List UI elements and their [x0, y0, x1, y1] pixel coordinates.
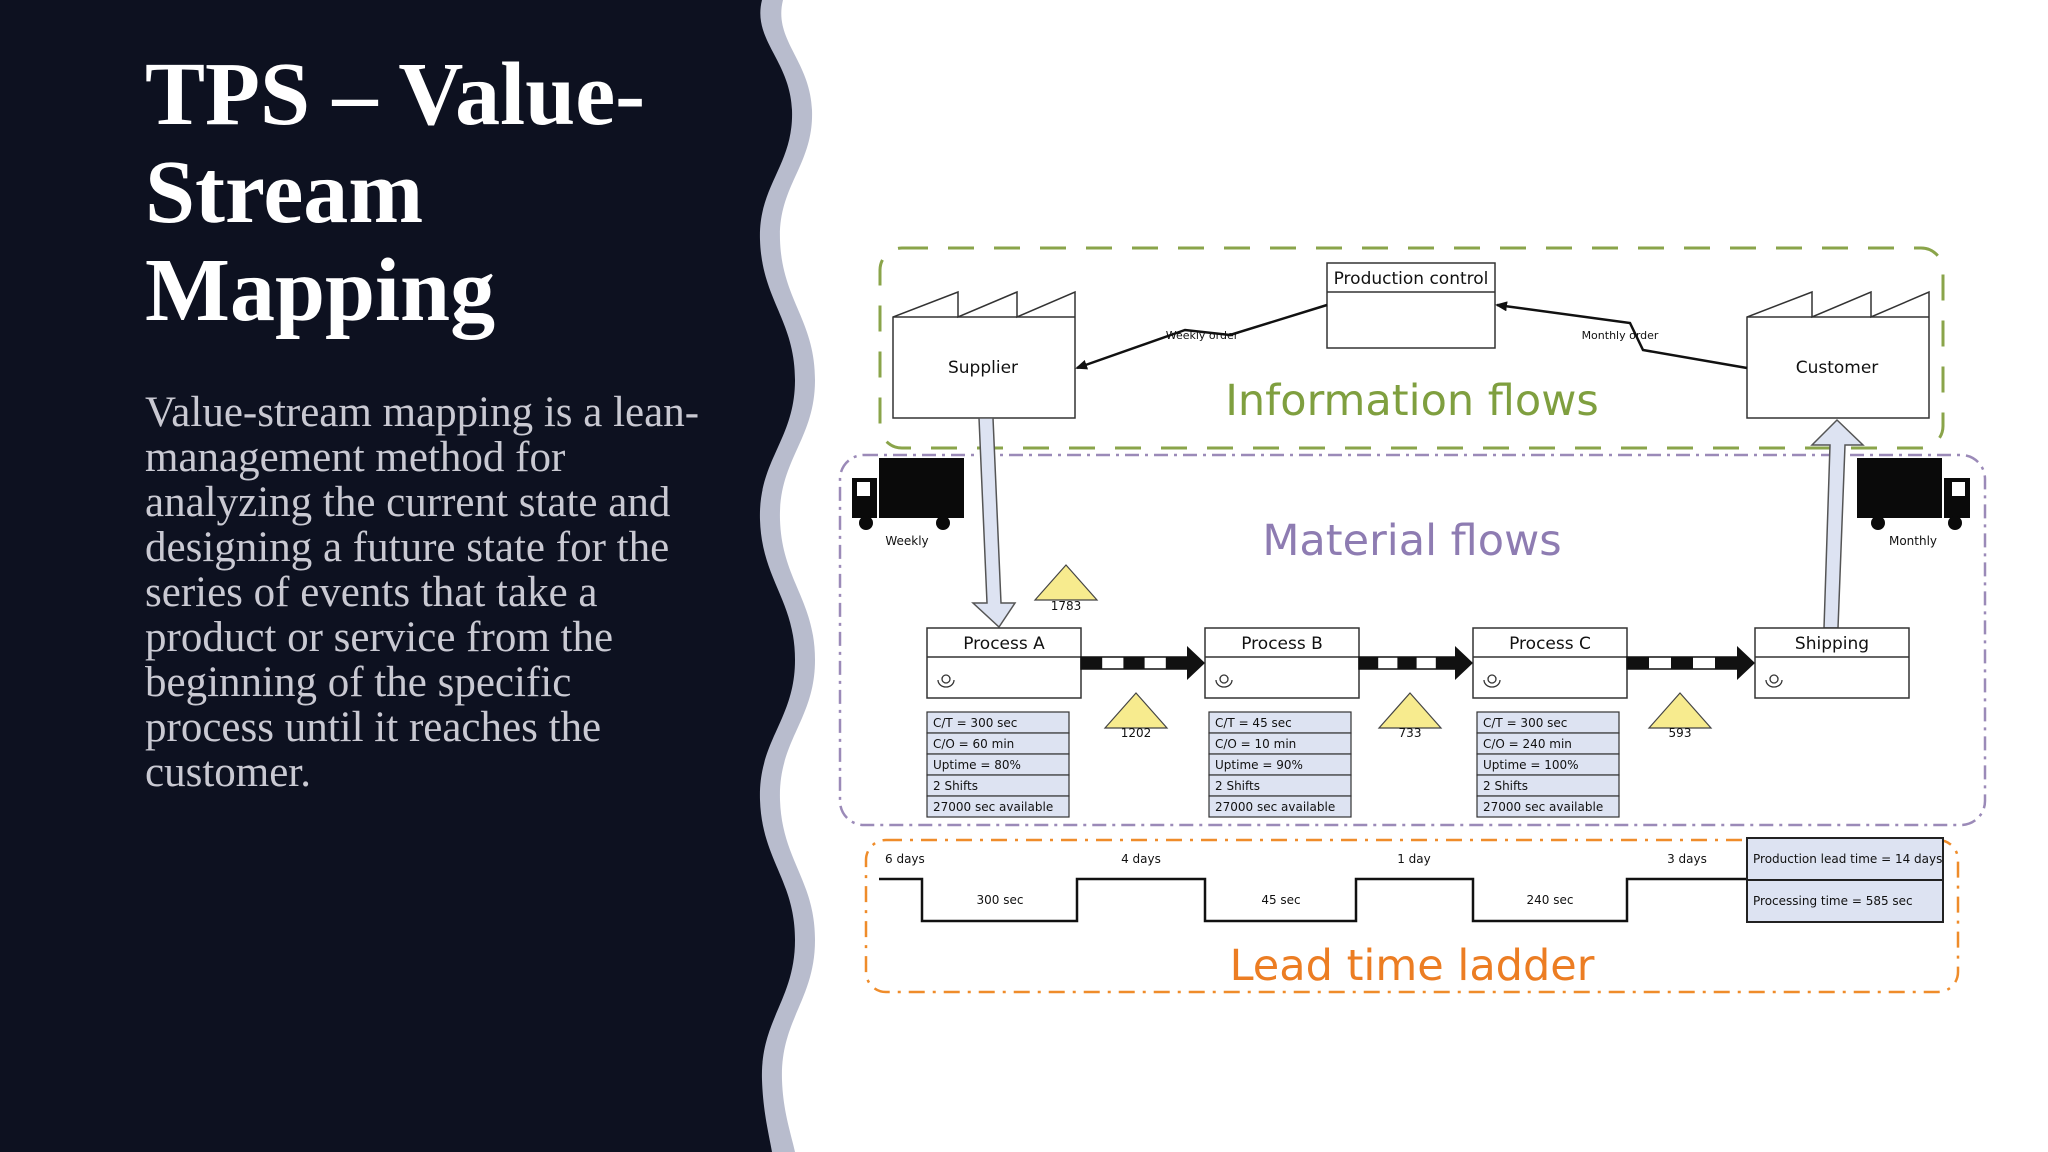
truck-monthly-label: Monthly — [1889, 534, 1937, 548]
operator-head-icon — [1487, 674, 1497, 684]
processing-time-total: Processing time = 585 sec — [1753, 894, 1913, 908]
weekly-order-arrow — [1075, 303, 1328, 370]
inventory-count: 1783 — [1051, 599, 1082, 613]
lead-time-ladder-border — [864, 838, 1960, 994]
inventory-triangle-icon — [1647, 692, 1713, 729]
operator-head-icon — [1769, 674, 1779, 684]
operator-icon — [1483, 679, 1501, 688]
data-box-value: C/T = 45 sec — [1215, 716, 1292, 730]
push-arrow-stripe — [1397, 657, 1417, 669]
data-box-value: Uptime = 90% — [1215, 758, 1303, 772]
ladder-wait-time: 3 days — [1667, 852, 1707, 866]
weekly-order-label: Weekly order — [1166, 329, 1239, 342]
process-box — [1472, 627, 1628, 699]
information-flows-border — [878, 246, 1945, 450]
ladder-process-time: 300 sec — [977, 893, 1024, 907]
data-box-value: 2 Shifts — [1215, 779, 1260, 793]
supplier-label: Supplier — [948, 358, 1018, 378]
truck-weekly-label: Weekly — [885, 534, 928, 548]
process-name: Process C — [1509, 634, 1591, 654]
data-box-value: C/T = 300 sec — [933, 716, 1017, 730]
weekly-truck-icon: Weekly — [852, 458, 964, 548]
data-box-value: C/O = 60 min — [933, 737, 1014, 751]
push-arrow-stripe — [1123, 657, 1145, 669]
inventory-triangle-icon — [1377, 692, 1443, 729]
inventory-count: 593 — [1669, 726, 1692, 740]
operator-head-icon — [1219, 674, 1229, 684]
data-box-value: Uptime = 100% — [1483, 758, 1579, 772]
data-box-row — [926, 795, 1070, 818]
inventory-count: 1202 — [1121, 726, 1152, 740]
data-box-value: C/O = 240 min — [1483, 737, 1572, 751]
push-arrow-stripe — [1359, 657, 1379, 669]
data-box-value: 27000 sec available — [1483, 800, 1603, 814]
push-arrow-stripe — [1165, 657, 1187, 669]
production-control-label: Production control — [1334, 269, 1489, 289]
push-arrow-stripe — [1081, 657, 1103, 669]
monthly-order-arrow — [1495, 301, 1748, 370]
push-arrow-stripe — [1671, 657, 1693, 669]
ladder-process-time: 45 sec — [1261, 893, 1300, 907]
data-box-value: 27000 sec available — [1215, 800, 1335, 814]
process-box — [1204, 627, 1360, 699]
lead-time-ladder-line — [879, 877, 1747, 923]
customer-shipment-arrow — [1810, 418, 1865, 629]
process-box — [1754, 627, 1910, 699]
data-box-value: 2 Shifts — [933, 779, 978, 793]
customer-factory-icon: Customer — [1746, 290, 1930, 419]
panel-background — [0, 0, 795, 1152]
process-name: Process A — [963, 634, 1045, 654]
material-flows-border — [838, 453, 1987, 827]
push-arrow-head — [1455, 646, 1473, 680]
data-box-value: C/O = 10 min — [1215, 737, 1296, 751]
process-name: Process B — [1241, 634, 1323, 654]
production-control-box: Production control — [1326, 262, 1496, 349]
operator-icon — [1215, 679, 1233, 688]
data-box-value: C/T = 300 sec — [1483, 716, 1567, 730]
push-arrow-head — [1737, 646, 1755, 680]
inventory-triangle-icon — [1103, 692, 1169, 729]
slide-description: Value-stream mapping is a lean-managemen… — [145, 389, 700, 796]
ladder-process-time: 240 sec — [1527, 893, 1574, 907]
supplier-factory-icon: Supplier — [892, 290, 1076, 419]
push-arrow-stripe — [1715, 657, 1737, 669]
data-box-value: 2 Shifts — [1483, 779, 1528, 793]
inventory-triangle-icon — [1033, 564, 1099, 601]
customer-label: Customer — [1796, 358, 1879, 378]
data-box-row — [1476, 795, 1620, 818]
operator-head-icon — [941, 674, 951, 684]
inventory-count: 733 — [1399, 726, 1422, 740]
ladder-wait-time: 6 days — [885, 852, 925, 866]
information-flows-label: Information flows — [1225, 376, 1599, 426]
monthly-truck-icon: Monthly — [1857, 458, 1970, 548]
production-lead-time-total: Production lead time = 14 days — [1753, 852, 1942, 866]
process-name: Shipping — [1795, 634, 1869, 654]
data-box-row — [1208, 795, 1352, 818]
material-flows-label: Material flows — [1262, 516, 1561, 566]
data-box-value: Uptime = 80% — [933, 758, 1021, 772]
ladder-wait-time: 4 days — [1121, 852, 1161, 866]
slide-title: TPS – Value-Stream Mapping — [145, 45, 646, 340]
monthly-order-label: Monthly order — [1582, 329, 1659, 342]
operator-icon — [1765, 679, 1783, 688]
data-box-value: 27000 sec available — [933, 800, 1053, 814]
supplier-shipment-arrow — [971, 417, 1017, 629]
lead-time-ladder-label: Lead time ladder — [1230, 941, 1595, 991]
ladder-wait-time: 1 day — [1397, 852, 1431, 866]
process-box — [926, 627, 1082, 699]
push-arrow-stripe — [1627, 657, 1649, 669]
lead-time-totals: Production lead time = 14 days Processin… — [1746, 837, 1944, 923]
operator-icon — [937, 679, 955, 688]
push-arrow-stripe — [1435, 657, 1455, 669]
push-arrow-head — [1187, 646, 1205, 680]
